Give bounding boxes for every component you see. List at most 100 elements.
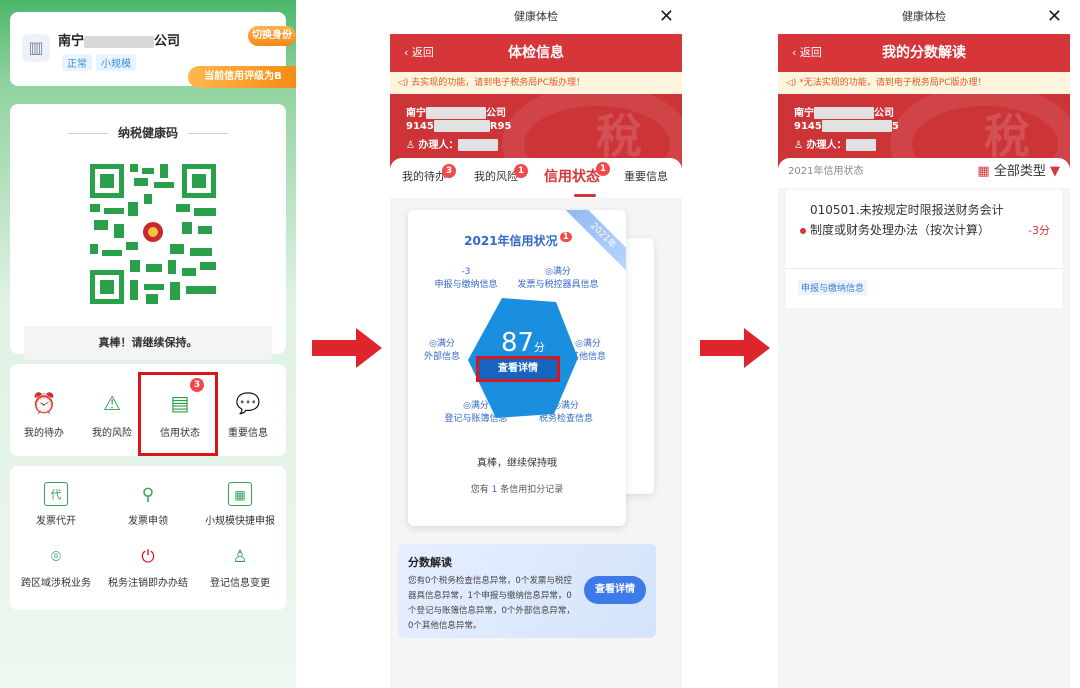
company-name: 南宁公司	[794, 107, 894, 119]
close-icon[interactable]: ✕	[658, 6, 674, 27]
credit-document-icon: ▤	[170, 391, 190, 415]
building-icon: ▥	[22, 34, 50, 62]
close-icon[interactable]: ✕	[1046, 6, 1062, 27]
tab-important-info[interactable]: 重要信息	[624, 170, 668, 183]
company-name: 南宁公司	[58, 34, 181, 49]
service-invoice-apply[interactable]: ⚲ 发票申领	[102, 482, 194, 527]
nav-header: 我的分数解读 ‹ 返回	[778, 34, 1070, 72]
func-label: 我的待办	[24, 428, 64, 439]
company-card: ▥ 南宁公司 正常 小规模 切换身份 当前信用评级为B	[10, 12, 296, 88]
company-name: 南宁公司	[406, 107, 506, 119]
filter-row: 2021年信用状态 ▦ 全部类型 ▼	[778, 158, 1070, 188]
interp-title: 分数解读	[408, 556, 452, 569]
user-edit-icon: ♙	[228, 544, 252, 568]
score-interpretation-panel: 健康体检 ✕ 我的分数解读 ‹ 返回 ◁) *无法实现的功能，请到电子税务局PC…	[778, 0, 1070, 688]
divider	[786, 268, 1062, 269]
service-label: 税务注销即办办结	[108, 578, 188, 589]
message-bubble-icon: 💬	[235, 391, 261, 415]
func-label: 我的风险	[92, 428, 132, 439]
dim-external: ◎满分外部信息	[423, 339, 460, 362]
decoration	[890, 94, 1070, 168]
deduction-item[interactable]: 010501.未按规定时限报送财务会计制度或财务处理办法（按次计算） -3分 申…	[786, 190, 1062, 308]
health-check-panel: 健康体检 ✕ 体检信息 ‹ 返回 ◁) 去实现的功能，请到电子税务局PC版办理！…	[390, 0, 682, 688]
tab-badge: 3	[442, 164, 456, 178]
location-people-icon: ⌾	[44, 544, 68, 568]
tab-badge: 1	[514, 164, 528, 178]
func-my-risk[interactable]: ⚠ 我的风险	[82, 390, 142, 439]
func-label: 信用状态	[160, 428, 200, 439]
back-button[interactable]: ‹ 返回	[792, 46, 822, 59]
category-tag: 申报与缴纳信息	[798, 280, 868, 295]
func-important-info[interactable]: 💬 重要信息	[218, 390, 278, 439]
credit-status-badge: 3	[190, 378, 204, 392]
calendar-icon: ▦	[228, 482, 252, 506]
alarm-light-icon: ⚠	[103, 391, 121, 415]
interp-detail-button[interactable]: 查看详情	[584, 576, 646, 604]
notice-bar: ◁) 去实现的功能，请到电子税务局PC版办理！	[390, 72, 682, 94]
back-button[interactable]: ‹ 返回	[404, 46, 434, 59]
stamp-icon: ⚲	[136, 482, 160, 506]
func-my-todo[interactable]: ⏰ 我的待办	[14, 390, 74, 439]
service-quick-declare[interactable]: ▦ 小规模快捷申报	[194, 482, 286, 527]
title-bar: 健康体检 ✕	[390, 0, 682, 34]
func-label: 重要信息	[228, 428, 268, 439]
service-label: 跨区域涉税业务	[21, 578, 91, 589]
service-label: 发票代开	[36, 516, 76, 527]
score-interpretation: 分数解读 您有0个税务检查信息异常，0个发票与税控器具信息异常，1个申报与缴纳信…	[398, 544, 656, 638]
service-label: 发票申领	[128, 516, 168, 527]
service-cross-region[interactable]: ⌾ 跨区域涉税业务	[10, 544, 102, 589]
view-detail-button[interactable]: 查看详情	[476, 356, 560, 382]
function-grid: ⏰ 我的待办 ⚠ 我的风险 ▤ 信用状态 3 💬 重要信息	[10, 364, 286, 456]
deduction-text: 010501.未按规定时限报送财务会计制度或财务处理办法（按次计算）	[810, 203, 1004, 237]
active-tab-indicator	[574, 194, 596, 197]
dim-inspection: ◎满分税务检查信息	[538, 401, 593, 424]
proxy-invoice-icon: 代	[44, 482, 68, 506]
switch-identity-button[interactable]: 切换身份	[248, 26, 296, 46]
credit-level-badge[interactable]: 当前信用评级为B	[188, 66, 296, 88]
keep-up-message: 真棒！请继续保持。	[24, 326, 272, 360]
grid-icon: ▦	[977, 164, 990, 179]
highlight-box-credit	[138, 372, 218, 456]
type-filter[interactable]: ▦ 全部类型 ▼	[977, 164, 1060, 179]
decoration	[502, 94, 682, 168]
bullet-dot	[800, 228, 806, 234]
window-title: 健康体检	[514, 10, 558, 23]
service-deregister[interactable]: ⏻ 税务注销即办办结	[102, 544, 194, 589]
service-invoice-issue[interactable]: 代 发票代开	[10, 482, 102, 527]
dim-invoice: ◎满分发票与税控器具信息	[517, 267, 599, 290]
func-credit-status[interactable]: ▤ 信用状态	[150, 390, 210, 439]
page-title: 体检信息	[508, 45, 564, 61]
agent-info: ♙ 办理人：	[794, 136, 877, 151]
credit-score: 87分	[500, 328, 546, 358]
tax-emblem-icon: 稅	[596, 109, 642, 163]
health-code-card: 纳税健康码 真棒！请继续保持。	[10, 104, 286, 360]
record-summary[interactable]: 您有 1 条信用扣分记录	[470, 485, 564, 495]
dim-registration: ◎满分登记与账簿信息	[444, 401, 508, 424]
deduction-points: -3分	[1028, 224, 1050, 237]
service-info-change[interactable]: ♙ 登记信息变更	[194, 544, 286, 589]
agent-info: ♙ 办理人：	[406, 136, 499, 151]
service-grid: 代 发票代开 ⚲ 发票申领 ▦ 小规模快捷申报 ⌾ 跨区域涉税业务 ⏻ 税务注销…	[10, 466, 286, 610]
scale-tag: 小规模	[96, 54, 136, 71]
service-label: 登记信息变更	[210, 578, 270, 589]
good-message: 真棒，继续保持哦	[477, 458, 557, 469]
service-label: 小规模快捷申报	[205, 516, 275, 527]
title-badge: 1	[559, 232, 572, 242]
window-title: 健康体检	[902, 10, 946, 23]
notice-bar: ◁) *无法实现的功能，请到电子税务局PC版办理！	[778, 72, 1070, 94]
nav-header: 体检信息 ‹ 返回	[390, 34, 682, 72]
year-label: 2021年信用状态	[788, 166, 864, 177]
status-tag: 正常	[62, 54, 92, 71]
alarm-clock-icon: ⏰	[31, 391, 57, 415]
